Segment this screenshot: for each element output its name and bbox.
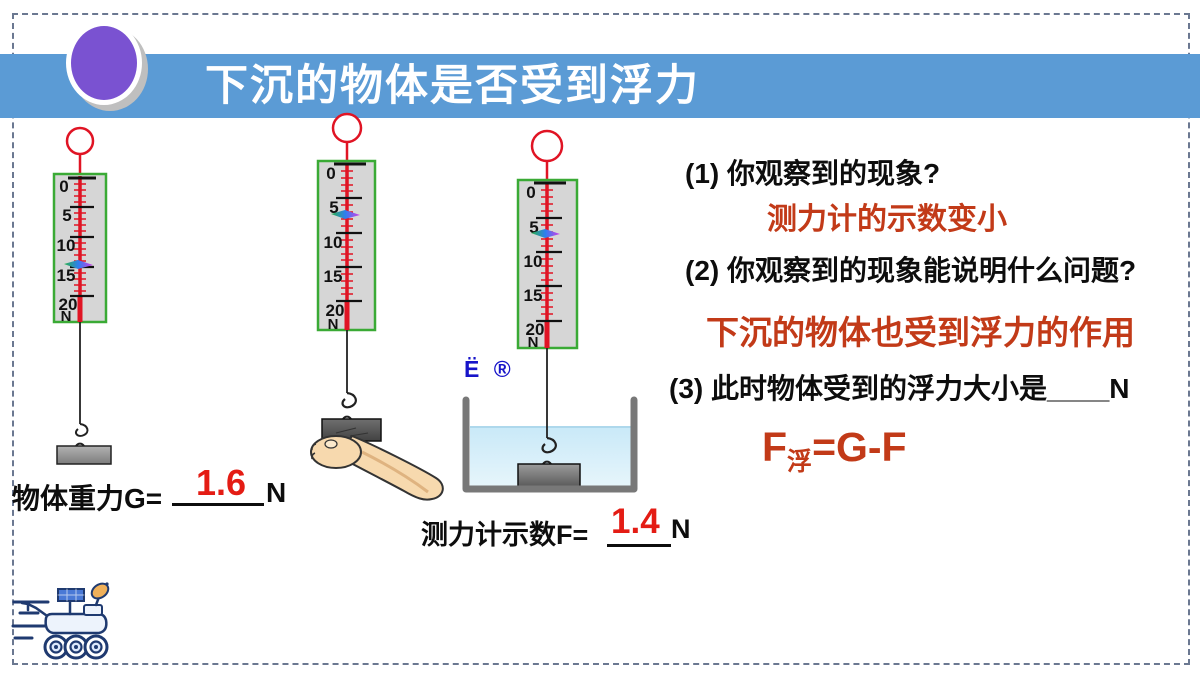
- formula-base: F: [762, 424, 788, 470]
- svg-text:5: 5: [529, 218, 538, 237]
- spring-scale-left: 0 5 10 15 20 N: [52, 126, 112, 465]
- svg-text:5: 5: [62, 206, 71, 225]
- decorative-circle: [66, 21, 142, 105]
- hook-icon: [74, 423, 89, 437]
- reading-blank-line: [607, 544, 671, 547]
- question-2: (2) 你观察到的现象能说明什么问题?: [685, 255, 1137, 286]
- scale-unit-label: N: [328, 316, 339, 333]
- scale-ring-icon: [331, 112, 363, 144]
- weight-block: [517, 463, 581, 488]
- page-title: 下沉的物体是否受到浮力: [205, 63, 700, 110]
- scale-pointer-icon: [64, 260, 93, 269]
- scale-tick-labels: 0 5 10 15 20 N: [324, 164, 345, 333]
- weight-block: [56, 445, 112, 465]
- weight-value: 1.6: [196, 462, 247, 503]
- hand: [310, 434, 444, 501]
- weight-blank-line: [172, 503, 264, 506]
- svg-text:0: 0: [59, 177, 68, 196]
- watermark-text: Ë ®: [464, 356, 515, 382]
- svg-text:20: 20: [326, 301, 345, 320]
- scale-tick-labels: 0 5 10 15 20 N: [524, 183, 545, 351]
- scale-tick-labels: 0 5 10 15 20 N: [57, 177, 78, 325]
- scale-pointer-icon: [531, 229, 560, 238]
- svg-text:20: 20: [526, 320, 545, 339]
- weight-unit: N: [266, 477, 287, 508]
- reading-unit: N: [671, 514, 691, 544]
- question-3: (3) 此时物体受到的浮力大小是____N: [669, 373, 1130, 404]
- svg-text:0: 0: [326, 164, 335, 183]
- svg-text:5: 5: [329, 198, 338, 217]
- weight-label: 物体重力G=: [12, 483, 163, 514]
- title-banner: 下沉的物体是否受到浮力: [0, 54, 1200, 118]
- hook-icon: [541, 436, 557, 454]
- reading-label: 测力计示数F=: [421, 520, 589, 550]
- question-1: (1) 你观察到的现象?: [685, 158, 941, 189]
- scale-ring-icon: [65, 126, 95, 156]
- answer-2: 下沉的物体也受到浮力的作用: [706, 314, 1135, 351]
- svg-text:10: 10: [324, 233, 343, 252]
- svg-text:15: 15: [324, 267, 343, 286]
- scale-pointer-icon: [331, 210, 360, 219]
- scale-ring-icon: [530, 129, 564, 163]
- svg-text:10: 10: [57, 236, 76, 255]
- scale-unit-label: N: [528, 334, 539, 351]
- beaker-walls: [462, 396, 638, 493]
- dashed-page-border: [12, 13, 1190, 665]
- spring-scale-right: 0 5 10 15 20 N: [516, 129, 581, 488]
- answer-1: 测力计的示数变小: [767, 203, 1007, 236]
- reading-value: 1.4: [611, 502, 660, 541]
- svg-text:20: 20: [59, 295, 78, 314]
- formula-subscript: 浮: [787, 448, 813, 477]
- svg-text:0: 0: [526, 183, 535, 202]
- rover-icon: [11, 582, 110, 660]
- spring-scale-middle: 0 5 10 15 20 N: [316, 112, 382, 442]
- hook-icon: [341, 391, 357, 409]
- formula-rhs: =G-F: [812, 424, 907, 470]
- svg-text:15: 15: [524, 286, 543, 305]
- svg-text:15: 15: [57, 266, 76, 285]
- svg-text:10: 10: [524, 252, 543, 271]
- buoyancy-formula: F浮=G-F: [762, 424, 907, 478]
- scale-unit-label: N: [61, 308, 72, 325]
